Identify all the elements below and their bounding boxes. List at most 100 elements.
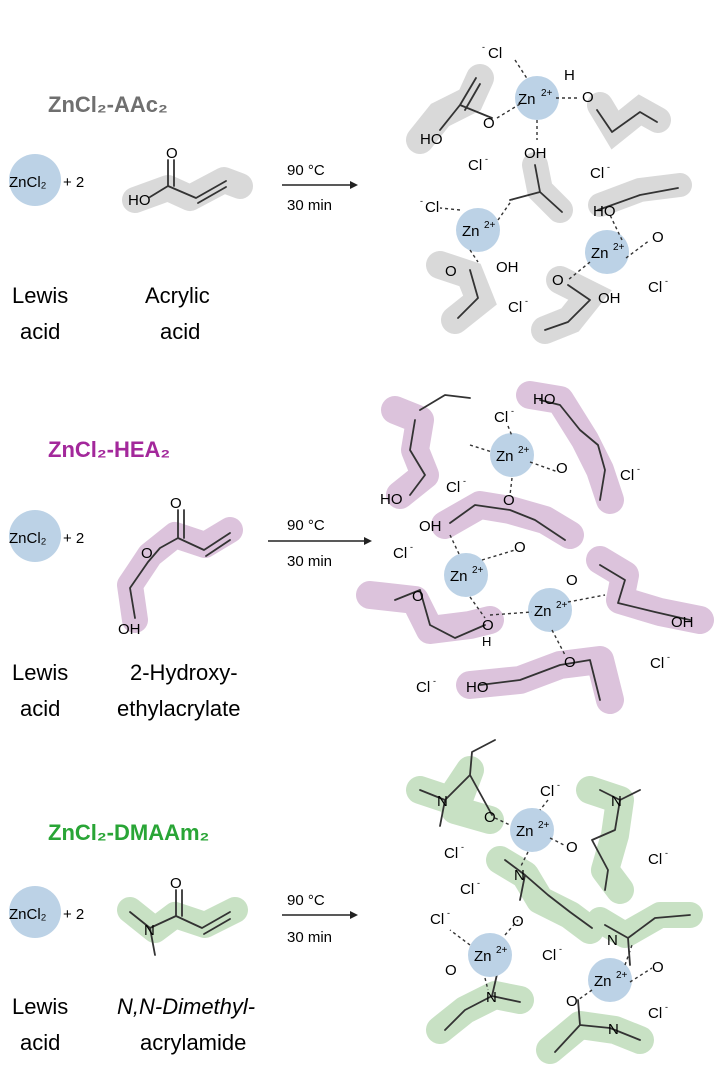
- cl-ion: Cl: [590, 165, 604, 182]
- atom-ho: HO: [533, 391, 556, 408]
- lewis-label-2: acid: [20, 696, 60, 721]
- cl-ion: Cl: [460, 881, 474, 898]
- atom-o: O: [482, 617, 494, 634]
- dmaam-molecule: O N: [117, 875, 248, 956]
- cl-charge: -: [461, 842, 464, 852]
- condition-temp: 90 °C: [287, 162, 325, 179]
- atom-o: O: [566, 572, 578, 589]
- cl-ion: Cl: [444, 845, 458, 862]
- ligand-label: Acrylic: [145, 283, 210, 308]
- zn-label: Zn: [591, 245, 609, 262]
- condition-time: 30 min: [287, 197, 332, 214]
- cl-ion: Cl: [648, 1005, 662, 1022]
- atom-n: N: [144, 922, 155, 939]
- cl-ion: Cl: [425, 199, 439, 216]
- cl-charge: -: [557, 780, 560, 790]
- arrow-head: [350, 911, 358, 919]
- cl-charge: -: [433, 676, 436, 686]
- lewis-label-2: acid: [20, 319, 60, 344]
- zn-label: Zn: [518, 91, 536, 108]
- atom-o: O: [652, 229, 664, 246]
- zn-charge: 2+: [556, 600, 568, 611]
- ligand-label: N,N-Dimethyl-: [117, 994, 255, 1019]
- atom-ho: HO: [593, 203, 616, 220]
- ligand-label: 2-Hydroxy-: [130, 660, 238, 685]
- section-hea: ZnCl₂-HEA₂ ZnCl₂ + 2 O O OH 90 °C 30 min…: [9, 381, 714, 721]
- zncl2-circle: [9, 510, 61, 562]
- cl-charge: -: [463, 476, 466, 486]
- ligand-label-2: ethylacrylate: [117, 696, 241, 721]
- cl-ion: Cl: [446, 479, 460, 496]
- reactant-label: ZnCl₂: [9, 530, 47, 547]
- atom-oh: OH: [524, 145, 547, 162]
- stoich-label: + 2: [63, 174, 84, 191]
- atom-oh: OH: [419, 518, 442, 535]
- zn-charge: 2+: [472, 565, 484, 576]
- zn-charge: 2+: [613, 242, 625, 253]
- dmaam-product-cluster: Zn 2+ Zn 2+ Zn 2+ Cl - Cl - Cl - Cl - Cl…: [406, 739, 703, 1064]
- atom-o: O: [552, 272, 564, 289]
- acrylic-acid-molecule: O HO: [122, 145, 253, 213]
- cl-charge: -: [410, 542, 413, 552]
- atom-n: N: [608, 1021, 619, 1038]
- zn-label: Zn: [450, 568, 468, 585]
- atom-o: O: [445, 263, 457, 280]
- atom-o: O: [514, 539, 526, 556]
- cl-charge: -: [665, 1002, 668, 1012]
- zn-charge: 2+: [616, 970, 628, 981]
- atom-o: O: [564, 654, 576, 671]
- cl-charge: -: [525, 296, 528, 306]
- reactant-label: ZnCl₂: [9, 174, 47, 191]
- atom-o: O: [445, 962, 457, 979]
- zn-charge: 2+: [484, 220, 496, 231]
- atom-n: N: [514, 867, 525, 884]
- ligand-label-2: acrylamide: [140, 1030, 246, 1055]
- zn-label: Zn: [534, 603, 552, 620]
- cl-ion: Cl: [416, 679, 430, 696]
- stoich-label: + 2: [63, 906, 84, 923]
- zncl2-circle: [9, 154, 61, 206]
- cl-charge: -: [559, 944, 562, 954]
- cl-charge: -: [665, 276, 668, 286]
- zn-label: Zn: [474, 948, 492, 965]
- atom-oh: OH: [118, 621, 141, 638]
- atom-ho: HO: [380, 491, 403, 508]
- atom-n: N: [437, 793, 448, 810]
- cl-ion: Cl: [648, 279, 662, 296]
- atom-n: N: [607, 932, 618, 949]
- aac-product-cluster: Zn 2+ Zn 2+ Zn 2+ Cl - Cl - Cl - Cl - Cl…: [406, 42, 692, 344]
- atom-h: H: [482, 634, 491, 649]
- atom-o: O: [566, 993, 578, 1010]
- atom-ho: HO: [420, 131, 443, 148]
- zn-label: Zn: [462, 223, 480, 240]
- condition-temp: 90 °C: [287, 892, 325, 909]
- lewis-label: Lewis: [12, 994, 68, 1019]
- condition-time: 30 min: [287, 929, 332, 946]
- atom-n: N: [486, 989, 497, 1006]
- atom-o: O: [566, 839, 578, 856]
- atom-oh: OH: [671, 614, 694, 631]
- atom-o: O: [484, 809, 496, 826]
- cl-charge: -: [420, 196, 423, 206]
- section-aac: ZnCl₂-AAc₂ ZnCl₂ + 2 O HO 90 °C 30 min L…: [9, 42, 692, 344]
- cl-charge: -: [447, 908, 450, 918]
- section-title: ZnCl₂-AAc₂: [48, 92, 168, 117]
- atom-o: O: [556, 460, 568, 477]
- hea-molecule: O O OH: [117, 495, 243, 638]
- reactant-label: ZnCl₂: [9, 906, 47, 923]
- cl-ion: Cl: [620, 467, 634, 484]
- atom-o: O: [141, 545, 153, 562]
- section-dmaam: ZnCl₂-DMAAm₂ ZnCl₂ + 2 O N 90 °C 30 min …: [9, 739, 703, 1064]
- zncl2-circle: [9, 886, 61, 938]
- atom-o: O: [483, 115, 495, 132]
- atom-o: O: [512, 913, 524, 930]
- cl-ion: Cl: [540, 783, 554, 800]
- cl-ion: Cl: [430, 911, 444, 928]
- ligand-label-2: acid: [160, 319, 200, 344]
- atom-o: O: [170, 875, 182, 892]
- atom-o: O: [582, 89, 594, 106]
- stoich-label: + 2: [63, 530, 84, 547]
- atom-ho: HO: [466, 679, 489, 696]
- atom-o: O: [166, 145, 178, 162]
